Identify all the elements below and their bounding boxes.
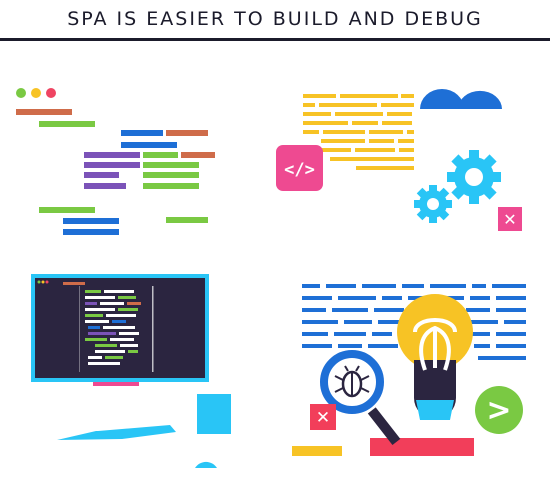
monitor-illustration [0,270,260,480]
title-underline [0,38,550,41]
yellow-bar [292,446,342,456]
lightbulb-icon [397,294,473,420]
error-close-glyph: ✕ [316,408,330,428]
pink-bar [370,438,474,456]
window-dot-yellow [31,88,41,98]
dev-tools-illustration: </> ✕ [270,80,550,250]
play-icon [475,386,523,434]
cloud-icon [420,89,464,109]
debug-illustration: ✕ > [290,270,550,480]
code-tag-badge [276,145,323,191]
code-tag-text: </> [284,160,315,180]
window-dot-green [16,88,26,98]
mouse-icon [195,461,217,468]
gear-small-icon [414,185,452,223]
code-snippet-illustration [0,80,240,250]
gear-large-icon [447,150,501,204]
cup-icon [197,394,231,434]
page-title: SPA IS EASIER TO BUILD AND DEBUG [67,8,483,30]
monitor-stand-bar [93,382,139,386]
close-icon [498,207,522,231]
magnifier-bug-icon [320,350,401,446]
close-glyph: ✕ [503,210,516,229]
error-close-icon [310,404,336,430]
window-dot-red [46,88,56,98]
play-glyph: > [486,393,511,428]
